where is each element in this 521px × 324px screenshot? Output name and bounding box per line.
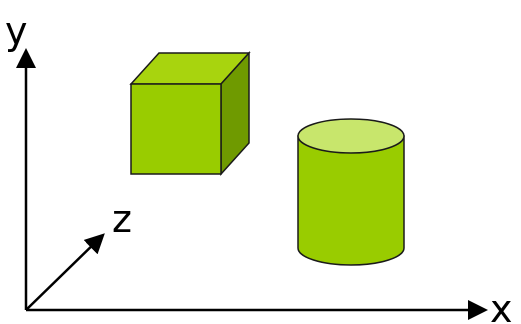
cube	[129, 51, 251, 176]
cylinder-body	[297, 135, 405, 266]
cube-front-face	[130, 83, 222, 175]
cylinder	[297, 118, 405, 266]
cylinder-top-face	[297, 118, 405, 154]
x-axis-label: x	[490, 287, 513, 324]
z-axis	[25, 233, 105, 311]
z-axis-label: z	[112, 197, 132, 241]
y-axis-label: y	[5, 9, 28, 53]
